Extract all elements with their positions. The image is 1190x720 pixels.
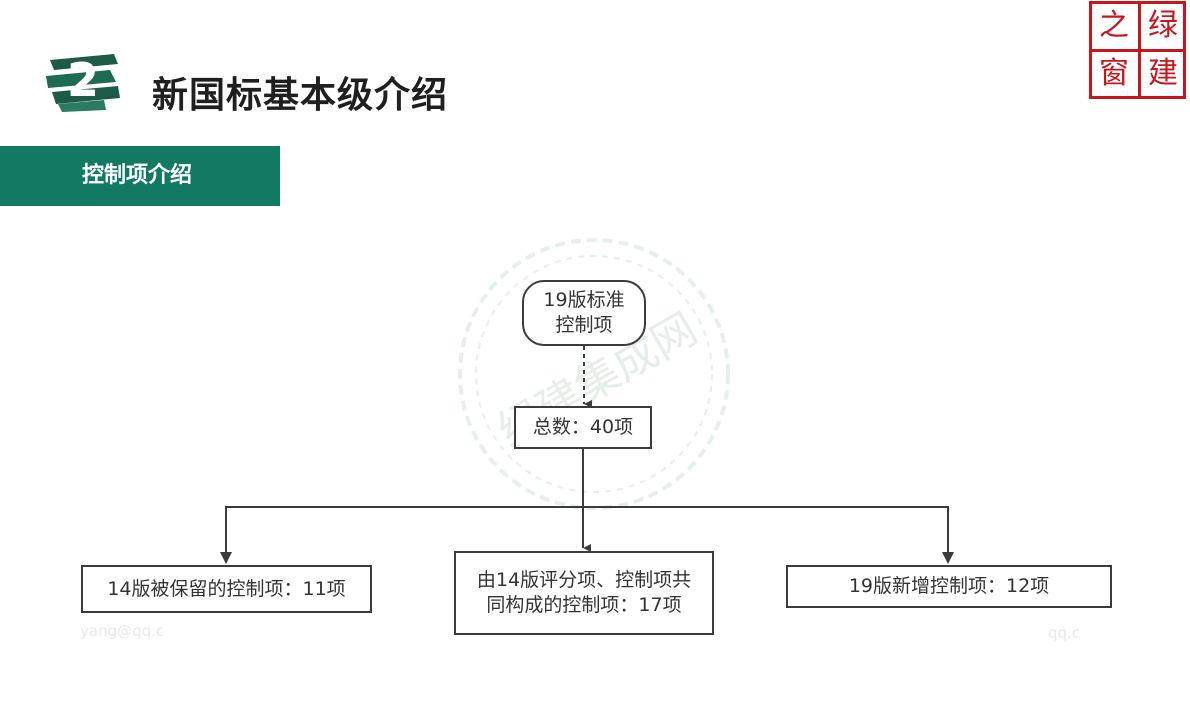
node-child-label: 14版被保留的控制项：11项 — [107, 577, 346, 600]
node-total-label: 总数：40项 — [532, 416, 634, 438]
logo-char: 窗 — [1099, 56, 1129, 91]
logo-char: 绿 — [1148, 8, 1178, 43]
brush-stroke-icon: 2 — [46, 53, 120, 112]
watermark-edge-right: qq.c — [1048, 624, 1081, 642]
logo-divider-horizontal — [1092, 49, 1183, 52]
section-number-badge: 2 — [44, 46, 122, 116]
brand-logo: 之 绿 窗 建 — [1089, 1, 1186, 99]
node-child-retained: 14版被保留的控制项：11项 — [81, 565, 372, 613]
watermark-edge-left: yang@qq.c — [80, 622, 165, 640]
badge-number: 2 — [67, 53, 99, 107]
logo-char: 之 — [1099, 8, 1129, 43]
arrowhead-right — [942, 552, 954, 564]
arrowhead-left — [220, 552, 232, 564]
page-title: 新国标基本级介绍 — [152, 75, 449, 116]
node-child-label: 由14版评分项、控制项共 同构成的控制项：17项 — [476, 569, 692, 616]
connector-branch — [225, 506, 949, 562]
node-root-label: 19版标准 控制项 — [543, 289, 625, 336]
node-child-combined: 由14版评分项、控制项共 同构成的控制项：17项 — [454, 551, 714, 635]
section-header: 控制项介绍 — [0, 146, 280, 206]
node-child-label: 19版新增控制项：12项 — [848, 575, 1050, 597]
node-total: 总数：40项 — [514, 406, 652, 449]
node-child-new: 19版新增控制项：12项 — [786, 565, 1112, 608]
logo-char: 建 — [1148, 56, 1178, 91]
node-root: 19版标准 控制项 — [522, 280, 646, 346]
